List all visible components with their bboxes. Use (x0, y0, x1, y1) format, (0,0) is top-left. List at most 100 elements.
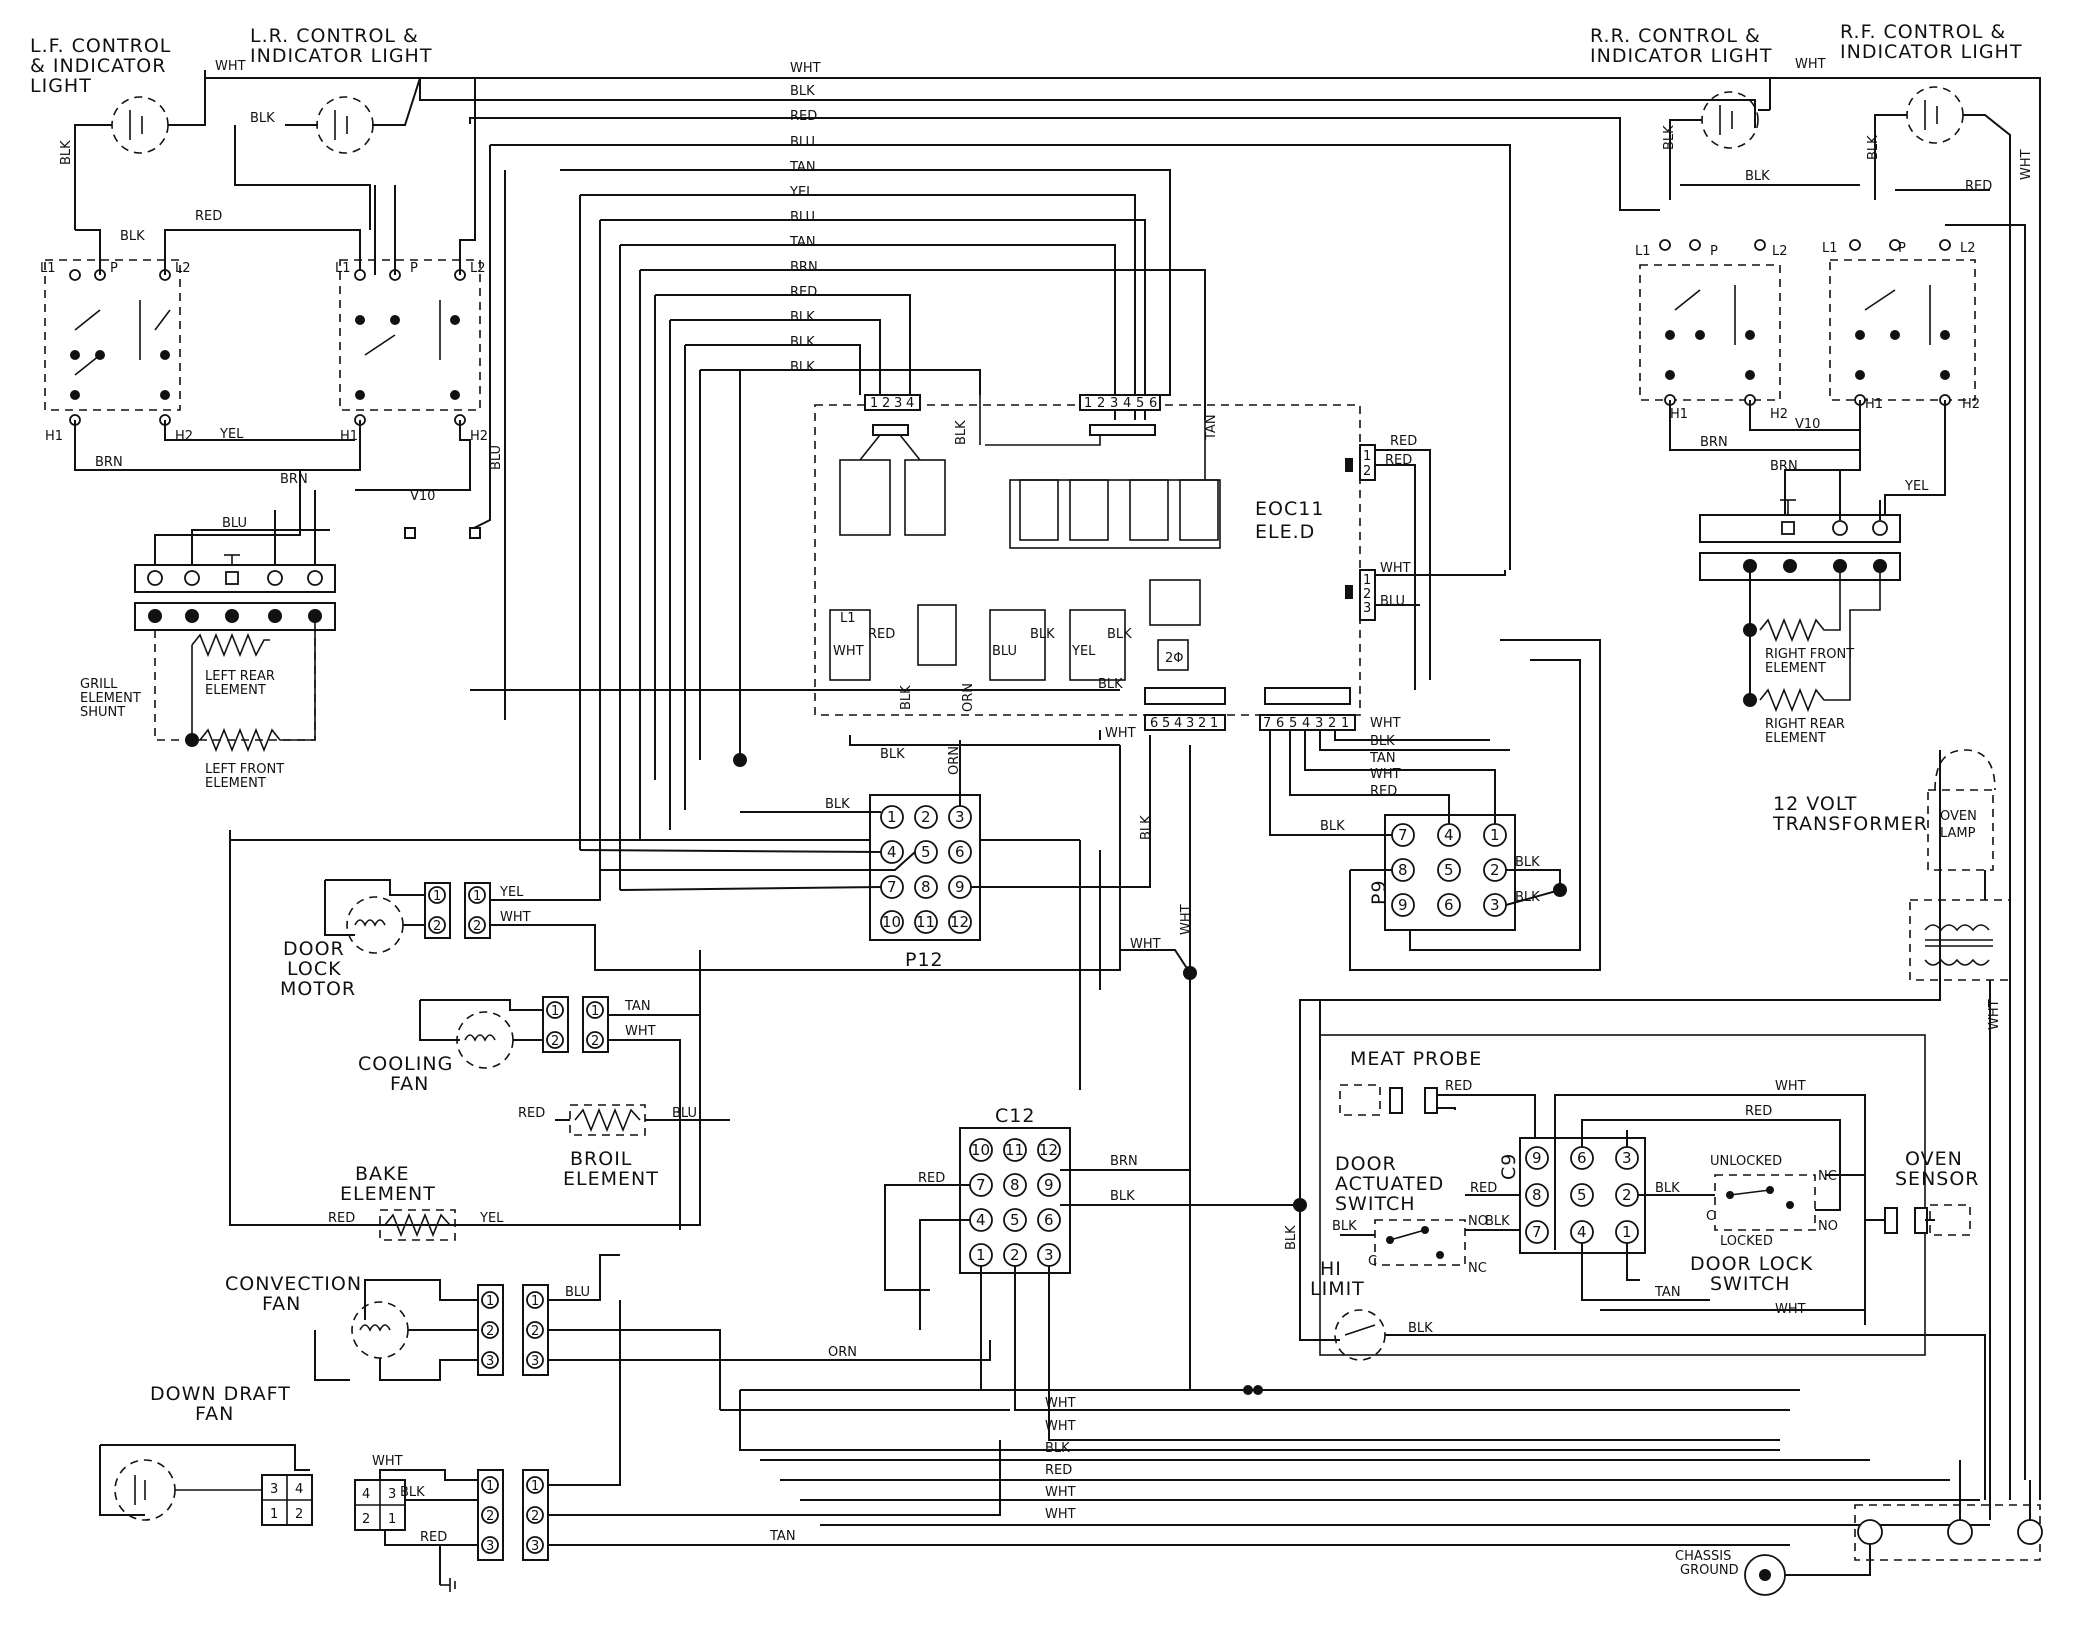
right-rear-element-label-1: RIGHT REAR (1765, 717, 1845, 732)
wire-label-tan: TAN (789, 160, 816, 175)
terminal-l2: L2 (1960, 241, 1976, 256)
svg-text:7: 7 (887, 878, 897, 896)
wire-label-wht: WHT (1370, 716, 1401, 731)
svg-text:9: 9 (1398, 896, 1408, 914)
broil-element-label-1: BROIL (570, 1148, 632, 1170)
svg-text:10: 10 (971, 1141, 990, 1159)
eoc-bottom-connector-b (1264, 687, 1351, 705)
svg-text:3: 3 (531, 1354, 539, 1369)
wire-label-blk: BLK (880, 747, 905, 762)
wire-label-wht: WHT (1045, 1485, 1076, 1500)
svg-text:1: 1 (433, 889, 441, 904)
middle-wires: WHT WHT (699, 745, 1321, 1395)
lf-indicator-light-icon (111, 96, 169, 154)
eoc-side-connector-b (1359, 569, 1376, 621)
terminal-h1: H1 (1670, 407, 1688, 422)
svg-text:3: 3 (1044, 1246, 1054, 1264)
left-terminal-block-top (134, 564, 336, 593)
transformer-lamp: 12 VOLT TRANSFORMER OVEN LAMP WHT (1772, 749, 2011, 1520)
wire-label-wht: WHT (1775, 1079, 1806, 1094)
svg-text:11: 11 (1005, 1141, 1024, 1159)
wire-label-blu: BLU (222, 516, 247, 531)
svg-text:6: 6 (1276, 716, 1284, 731)
terminal-p: P (1710, 244, 1718, 259)
svg-text:BLU: BLU (992, 644, 1017, 659)
right-front-element-label-1: RIGHT FRONT (1765, 647, 1854, 662)
wire-label-wht: WHT (1987, 999, 2002, 1030)
oven-sensor-icon (1929, 1204, 1971, 1236)
grill-element-shunt-label-1: GRILL (80, 677, 118, 692)
svg-text:1: 1 (486, 1479, 494, 1494)
wire-label-blk: BLK (1866, 135, 1881, 160)
rf-control: R.F. CONTROL & INDICATOR LIGHT WHT BLK R… (1770, 21, 2041, 1500)
wire-label-blk: BLK (1110, 1189, 1135, 1204)
p9-connector: P9 7 4 1 8 5 2 9 6 3 BLK WHT BLK TAN WHT… (1269, 639, 1601, 971)
terminal-p: P (110, 261, 118, 276)
convection-fan-label-1: CONVECTION (225, 1273, 362, 1295)
wire-label-blk: BLK (1408, 1321, 1433, 1336)
svg-text:4: 4 (1444, 826, 1454, 844)
terminal-p: P (1898, 241, 1906, 256)
wire-label-wht: WHT (500, 910, 531, 925)
svg-text:4: 4 (295, 1482, 303, 1497)
svg-text:1: 1 (1363, 449, 1371, 464)
eoc-transformer-icon (1149, 579, 1201, 626)
svg-text:4: 4 (1174, 716, 1182, 731)
wire-label-red: RED (420, 1530, 447, 1545)
wire-label-red: RED (195, 209, 222, 224)
terminal-l2: L2 (1772, 244, 1788, 259)
svg-text:2: 2 (1097, 396, 1105, 411)
lr-switch-housing (339, 259, 481, 411)
wire-label-brn: BRN (95, 455, 123, 470)
left-front-element-label-1: LEFT FRONT (205, 762, 284, 777)
svg-text:11: 11 (916, 913, 935, 931)
wire-label-v10: V10 (410, 489, 435, 504)
svg-text:3: 3 (1110, 396, 1118, 411)
svg-text:BLK: BLK (1107, 627, 1132, 642)
oven-lamp-icon (1934, 749, 1996, 791)
wire-label-blu: BLU (489, 445, 504, 470)
chassis-ground: CHASSIS GROUND (1675, 1460, 2043, 1596)
wire-label-brn: BRN (790, 260, 818, 275)
p9-label: P9 (1368, 879, 1390, 905)
svg-text:5: 5 (1162, 716, 1170, 731)
svg-text:3: 3 (270, 1482, 278, 1497)
wire-label-wht: WHT (372, 1454, 403, 1469)
door-lock-switch-icon (1714, 1174, 1816, 1231)
door-lock-switch-label-2: SWITCH (1710, 1273, 1791, 1295)
door-actuated-switch-icon (1374, 1219, 1466, 1266)
svg-text:1: 1 (473, 889, 481, 904)
svg-text:2: 2 (531, 1324, 539, 1339)
wire-label-blk: BLK (1745, 169, 1770, 184)
wire-label-wht: WHT (215, 59, 246, 74)
svg-text:WHT: WHT (833, 644, 864, 659)
meat-probe-label: MEAT PROBE (1350, 1048, 1482, 1070)
wire-label-yel: YEL (1904, 479, 1929, 494)
wire-label-tan: TAN (1369, 751, 1396, 766)
svg-text:8: 8 (1010, 1176, 1020, 1194)
svg-text:10: 10 (882, 913, 901, 931)
lr-control: L.R. CONTROL & INDICATOR LIGHT BLK L1 P … (234, 25, 504, 539)
rf-control-label-1: R.F. CONTROL & (1840, 21, 2006, 43)
top-bus-wires (204, 70, 1771, 720)
wire-label-brn: BRN (1770, 459, 1798, 474)
wire-label-blk: BLK (790, 310, 815, 325)
svg-text:9: 9 (1532, 1149, 1542, 1167)
wire-label-blk: BLK (1655, 1181, 1680, 1196)
lf-control-label-3: LIGHT (30, 75, 92, 97)
terminal-h1: H1 (45, 429, 63, 444)
svg-text:1: 1 (870, 396, 878, 411)
left-elements-block: BLU GRILL ELEMENT SHUNT LEFT REAR ELEMEN… (80, 490, 336, 791)
right-elements-block: RIGHT FRONT ELEMENT RIGHT REAR ELEMENT (1699, 470, 1901, 746)
left-rear-element-label-2: ELEMENT (205, 683, 266, 698)
svg-text:8: 8 (921, 878, 931, 896)
wire-label-red: RED (790, 109, 817, 124)
svg-text:2: 2 (433, 919, 441, 934)
rr-switch-housing (1639, 264, 1781, 401)
wire-label-blk: BLK (790, 360, 815, 375)
wire-label-tan: TAN (769, 1529, 796, 1544)
wire-label-blu: BLU (790, 210, 815, 225)
c12-connector: C12 10 11 12 7 8 9 4 5 6 1 2 3 BRN BLK R… (884, 750, 1941, 1441)
door-actuated-switch-label-1: DOOR (1335, 1153, 1397, 1175)
